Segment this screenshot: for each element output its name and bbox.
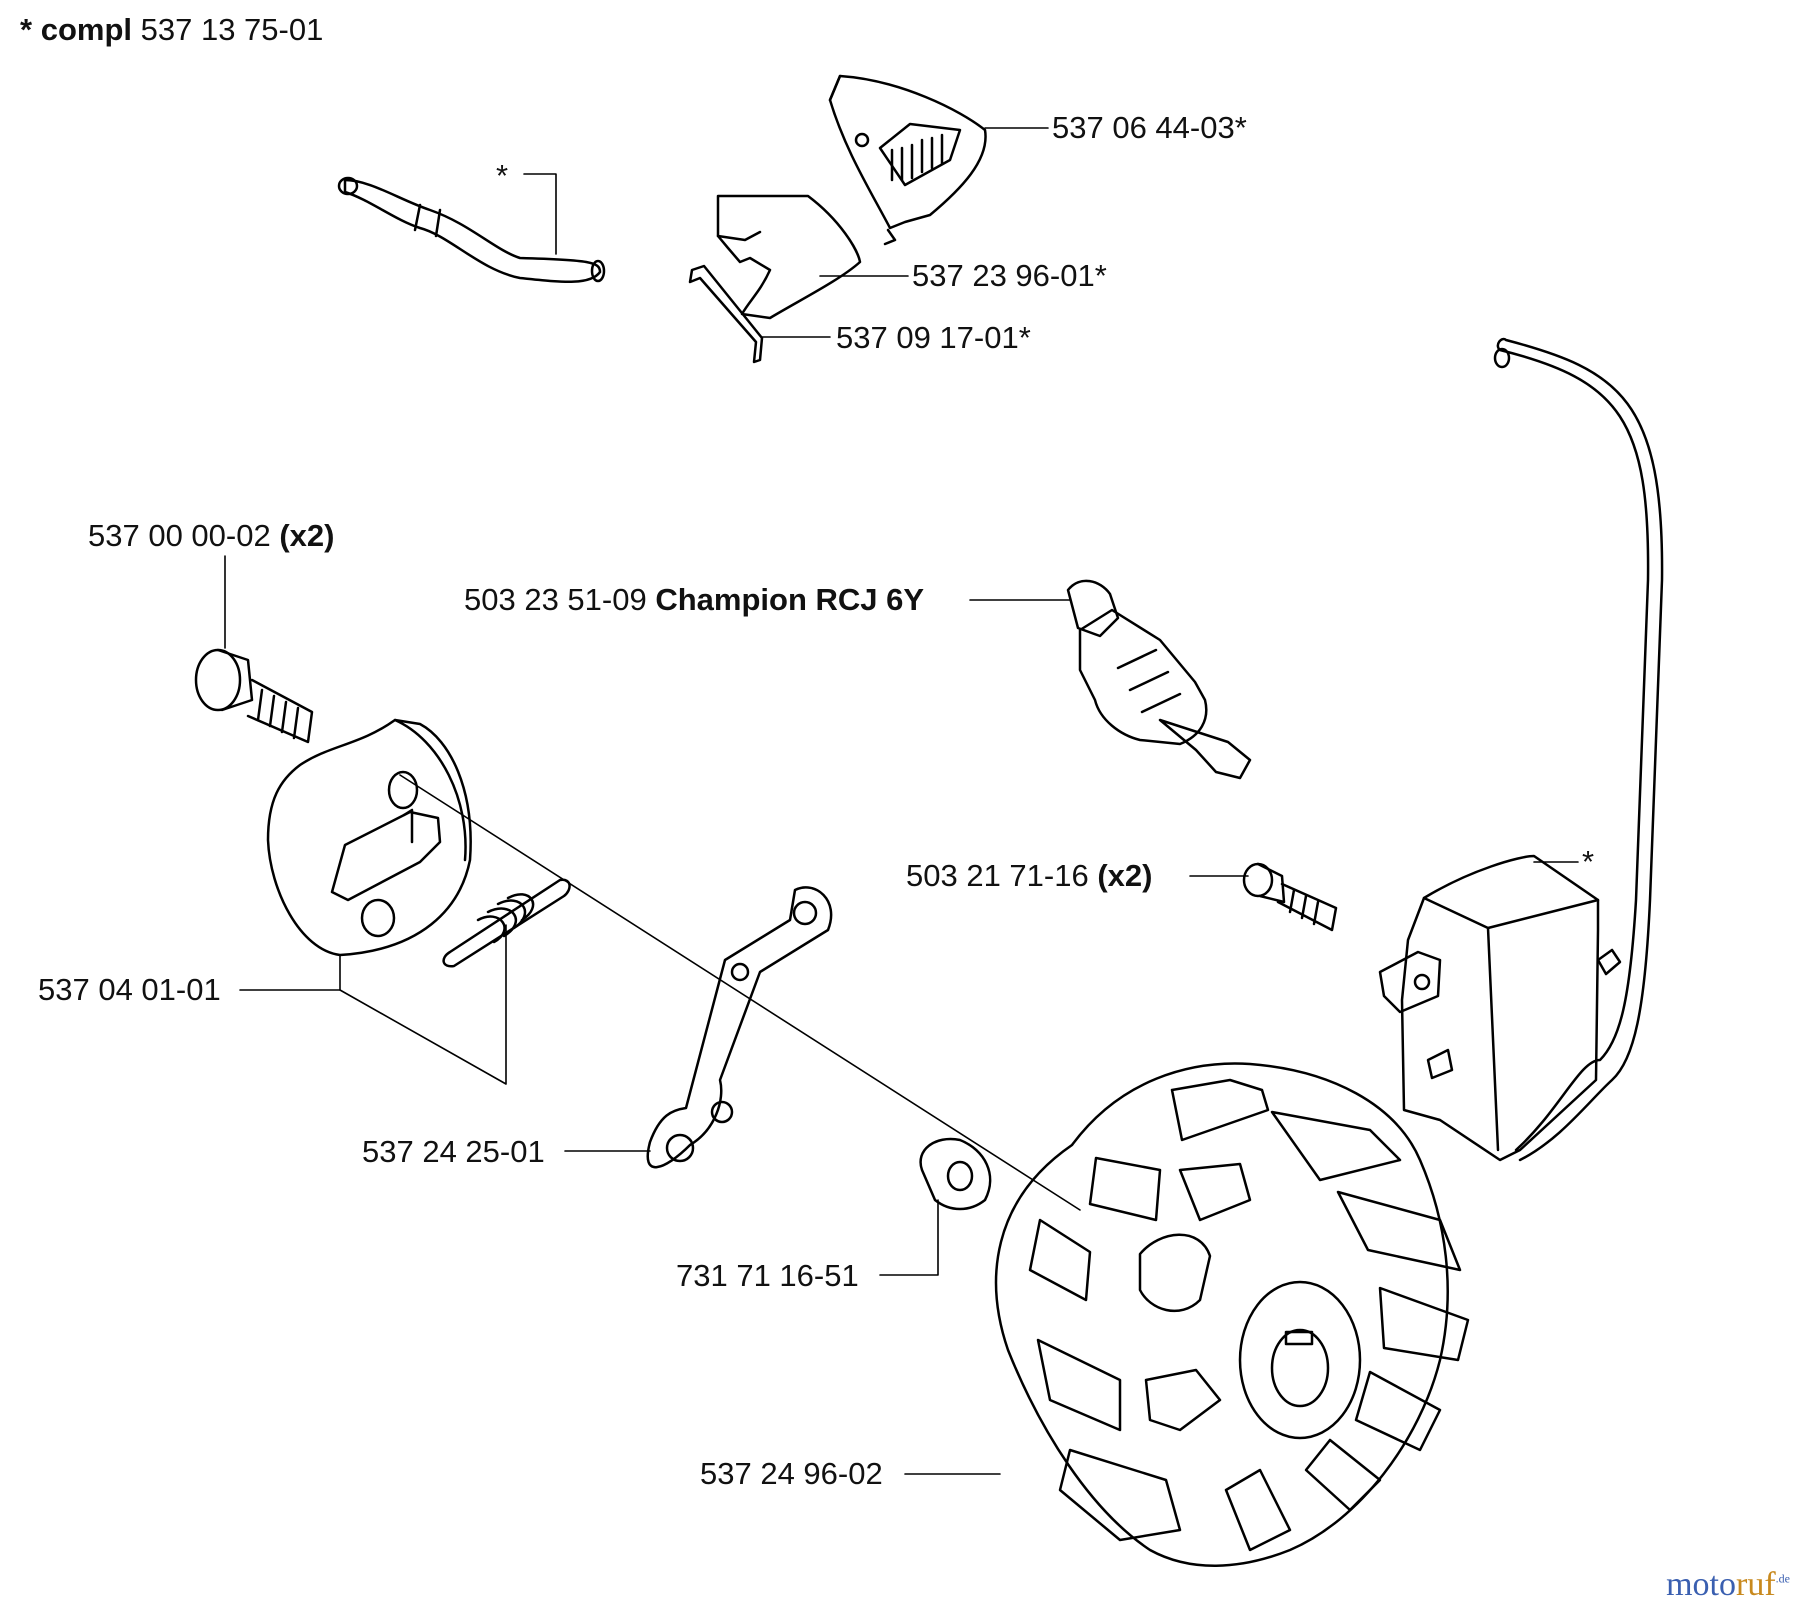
assembly-header: * compl 537 13 75-01	[20, 14, 323, 45]
leader-lines	[224, 127, 1579, 1475]
screw-right-part	[1242, 862, 1338, 932]
axis-line	[399, 774, 1081, 1211]
part-label-537-23-96-01: 537 23 96-01*	[912, 258, 1107, 293]
lever-part	[646, 886, 833, 1169]
nut-part	[919, 1137, 992, 1211]
spark-plug-part	[1066, 579, 1252, 780]
fuel-hose-part	[337, 176, 606, 283]
watermark-part2: ruf	[1736, 1566, 1776, 1603]
spring-part	[442, 878, 571, 968]
part-label-537-09-17-01: 537 09 17-01*	[836, 320, 1031, 355]
part-label-731-71-16-51: 731 71 16-51	[676, 1258, 859, 1293]
flywheel-part	[994, 1062, 1470, 1567]
part-label-537-24-25-01: 537 24 25-01	[362, 1134, 545, 1169]
part-label-537-06-44-03: 537 06 44-03*	[1052, 110, 1247, 145]
part-label-537-00-00-02: 537 00 00-02 (x2)	[88, 518, 335, 553]
hose-asterisk: *	[496, 158, 509, 193]
ignition-rotor-part	[266, 718, 472, 957]
leader-hose	[523, 173, 557, 255]
leader-731-71-16-51	[879, 1199, 939, 1276]
part-label-537-24-96-02: 537 24 96-02	[700, 1456, 883, 1491]
watermark-part1: moto	[1666, 1566, 1737, 1603]
ignition-module-part	[1378, 337, 1664, 1162]
part-label-537-04-01-01: 537 04 01-01	[38, 972, 221, 1007]
header-keyword: compl	[40, 12, 132, 47]
leader-537-04-01-01	[239, 924, 507, 1085]
part-label-503-21-71-16: 503 21 71-16 (x2)	[906, 858, 1153, 893]
part-label-503-23-51-09: 503 23 51-09 Champion RCJ 6Y	[464, 582, 925, 617]
watermark-suffix: .de	[1775, 1571, 1790, 1586]
filter-cover-part	[828, 74, 987, 246]
header-number: 537 13 75-01	[140, 12, 324, 47]
filter-part	[716, 194, 862, 320]
header-marker: *	[20, 12, 33, 47]
screw-left-part	[194, 648, 314, 744]
module-asterisk: *	[1582, 844, 1595, 879]
watermark-logo: motoruf.de	[1666, 1566, 1790, 1604]
clip-part	[688, 264, 764, 364]
